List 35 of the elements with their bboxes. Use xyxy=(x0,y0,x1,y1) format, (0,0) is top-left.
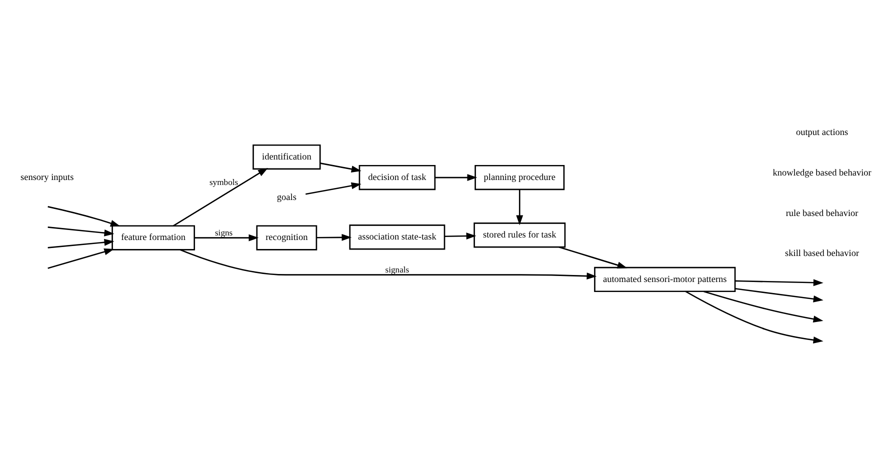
edge-label: signs xyxy=(214,227,233,238)
label: rule based behavior xyxy=(786,208,858,219)
arrow xyxy=(685,290,824,344)
arrow xyxy=(173,168,268,226)
arrow xyxy=(734,288,824,302)
label: skill based behavior xyxy=(785,249,860,260)
node-box: stored rules for task xyxy=(474,222,566,248)
arrow xyxy=(444,232,476,240)
edge-label: symbols xyxy=(209,177,238,188)
arrow xyxy=(48,248,114,269)
node-box: automated sensori-motor patterns xyxy=(594,266,736,292)
arrow xyxy=(516,190,524,226)
node-box: association state-task xyxy=(349,224,446,250)
arrow xyxy=(316,234,352,241)
arrow xyxy=(48,206,120,227)
arrow xyxy=(306,182,362,195)
node-box: feature formation xyxy=(112,225,196,250)
arrow xyxy=(48,238,114,248)
node-box: recognition xyxy=(256,225,318,250)
edge-label: signals xyxy=(385,264,410,274)
arrow xyxy=(180,249,597,280)
arrow xyxy=(320,162,362,173)
arrow xyxy=(48,226,114,236)
node-box: decision of task xyxy=(358,164,436,190)
arrow xyxy=(435,174,478,182)
label: knowledge based behavior xyxy=(772,168,872,178)
node-text: goals xyxy=(276,192,296,203)
arrow xyxy=(704,290,824,322)
node-box: identification xyxy=(252,144,321,170)
arrow xyxy=(735,279,824,286)
arrow xyxy=(194,234,259,242)
node-box: planning procedure xyxy=(474,164,565,190)
label: output actions xyxy=(796,128,848,138)
label: sensory inputs xyxy=(20,173,74,184)
arrow xyxy=(558,246,628,268)
